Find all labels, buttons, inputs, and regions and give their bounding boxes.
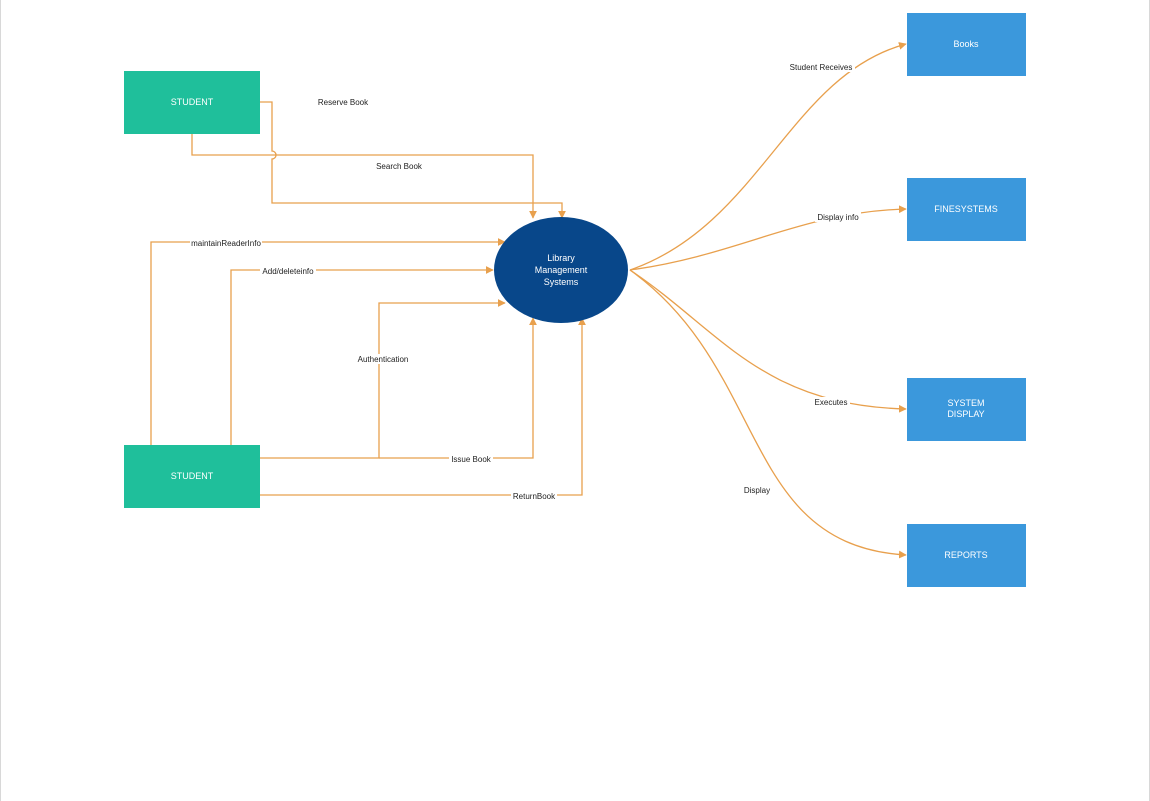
finesystems-label: FINESYSTEMS bbox=[934, 204, 998, 214]
process-label-line-1: Library bbox=[547, 253, 575, 263]
flow-label-display-info: Display info bbox=[817, 213, 859, 222]
student-top-label: STUDENT bbox=[171, 97, 214, 107]
flow-authentication-line[interactable] bbox=[260, 299, 506, 459]
flow-search-book-line[interactable] bbox=[191, 134, 537, 219]
flow-label-add-delete-info: Add/deleteinfo bbox=[262, 267, 314, 276]
flow-label-display: Display bbox=[744, 486, 770, 495]
library-management-process[interactable]: Library Management Systems bbox=[494, 217, 628, 323]
flow-label-issue-book: Issue Book bbox=[451, 455, 492, 464]
flow-label-reserve-book: Reserve Book bbox=[318, 98, 369, 107]
student-bottom-label: STUDENT bbox=[171, 471, 214, 481]
flow-label-search-book: Search Book bbox=[376, 162, 423, 171]
system-display-label-line-1: SYSTEM bbox=[947, 398, 984, 408]
finesystems-entity[interactable]: FINESYSTEMS bbox=[907, 178, 1026, 241]
system-display-label-line-2: DISPLAY bbox=[947, 409, 984, 419]
flow-student-receives-line[interactable] bbox=[629, 42, 907, 271]
flow-curves bbox=[629, 42, 907, 559]
reports-entity[interactable]: REPORTS bbox=[907, 524, 1026, 587]
process-label-line-2: Management bbox=[535, 265, 588, 275]
books-label: Books bbox=[953, 39, 979, 49]
flow-label-executes: Executes bbox=[815, 398, 848, 407]
flow-return-book-line[interactable] bbox=[260, 317, 586, 496]
flow-label-maintain-reader-info: maintainReaderInfo bbox=[191, 239, 261, 248]
flow-add-delete-info-line[interactable] bbox=[230, 266, 494, 445]
system-display-entity[interactable]: SYSTEM DISPLAY bbox=[907, 378, 1026, 441]
flow-label-authentication: Authentication bbox=[358, 355, 409, 364]
reports-label: REPORTS bbox=[944, 550, 987, 560]
student-top-entity[interactable]: STUDENT bbox=[124, 71, 260, 134]
process-label-line-3: Systems bbox=[544, 277, 579, 287]
flow-label-return-book: ReturnBook bbox=[513, 492, 556, 501]
flow-issue-book-line[interactable] bbox=[379, 317, 537, 459]
flow-executes-line[interactable] bbox=[629, 269, 907, 413]
flow-display-line[interactable] bbox=[629, 269, 907, 559]
flow-reserve-book-line[interactable] bbox=[260, 101, 566, 219]
flow-lines bbox=[150, 101, 586, 496]
flow-labels: Reserve Book Search Book maintainReaderI… bbox=[190, 62, 861, 501]
student-bottom-entity[interactable]: STUDENT bbox=[124, 445, 260, 508]
books-entity[interactable]: Books bbox=[907, 13, 1026, 76]
flow-maintain-reader-info-line[interactable] bbox=[150, 238, 506, 445]
flow-label-student-receives: Student Receives bbox=[790, 63, 853, 72]
flow-display-info-line[interactable] bbox=[629, 205, 907, 271]
